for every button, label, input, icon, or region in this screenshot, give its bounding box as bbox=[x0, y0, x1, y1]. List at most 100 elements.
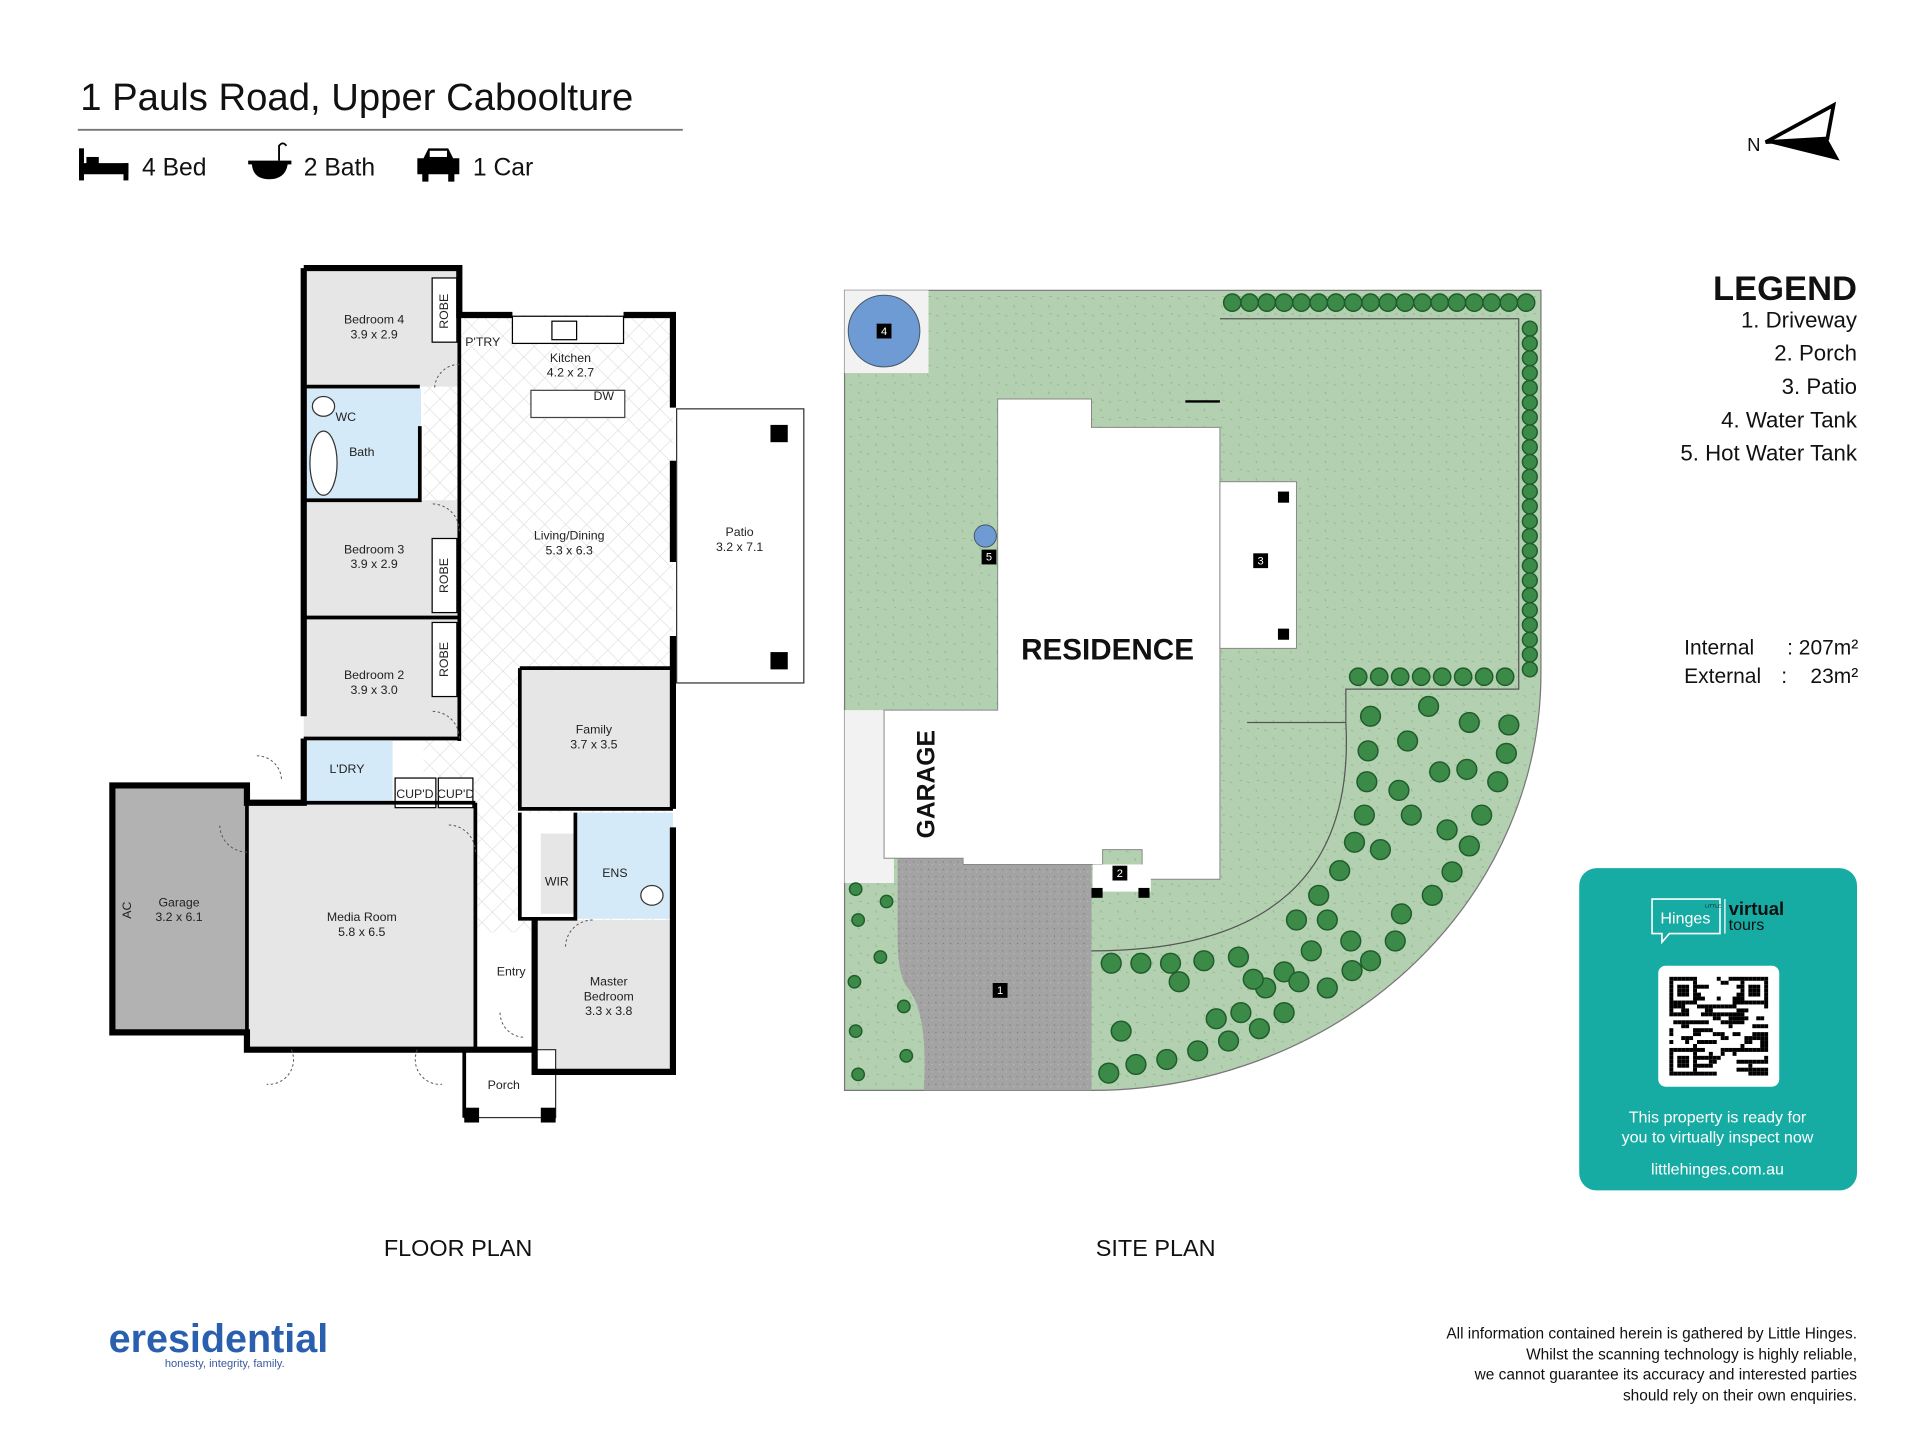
shrub-icon bbox=[1353, 804, 1375, 826]
room-size: 3.9 x 2.9 bbox=[350, 557, 397, 571]
room-size: 4.2 x 2.7 bbox=[547, 366, 594, 380]
shrub-icon bbox=[873, 950, 888, 964]
north-arrow: N bbox=[1747, 101, 1840, 161]
shrub-icon bbox=[1521, 646, 1538, 663]
site-marker-3: 3 bbox=[1253, 553, 1269, 569]
shrub-icon bbox=[1378, 293, 1398, 313]
shrub-icon bbox=[1521, 498, 1538, 515]
qr-code[interactable] bbox=[1669, 976, 1769, 1076]
shrub-icon bbox=[1495, 667, 1515, 687]
shrub-icon bbox=[1487, 771, 1509, 793]
agency-name: eresidential bbox=[109, 1317, 329, 1361]
property-title: 1 Pauls Road, Upper Caboolture bbox=[80, 76, 633, 119]
site-garage-label: GARAGE bbox=[914, 730, 941, 838]
shrub-icon bbox=[1340, 930, 1362, 952]
svg-text:3: 3 bbox=[1258, 555, 1264, 567]
site-plan: RESIDENCE GARAGE 4 5 3 2 1 SITE PLAN bbox=[843, 289, 1542, 1261]
shrub-icon bbox=[1257, 293, 1277, 313]
disclaimer-line: Whilst the scanning technology is highly… bbox=[1526, 1347, 1857, 1364]
driveway bbox=[897, 858, 1092, 1091]
residence-footprint bbox=[883, 398, 1221, 880]
shrub-icon bbox=[1411, 667, 1431, 687]
shrub-icon bbox=[1456, 758, 1478, 781]
kitchen-island bbox=[530, 389, 626, 419]
internal-value: : 207m² bbox=[1787, 637, 1858, 660]
shrub-icon bbox=[899, 1048, 914, 1063]
shrub-icon bbox=[1274, 293, 1294, 313]
legend-item: 2. Porch bbox=[1774, 341, 1857, 366]
card-url-link[interactable]: littlehinges.com.au bbox=[1651, 1160, 1784, 1178]
shrub-icon bbox=[1521, 364, 1538, 382]
shrub-icon bbox=[1300, 940, 1322, 962]
svg-text:LITTLE: LITTLE bbox=[1705, 904, 1722, 910]
shrub-icon bbox=[1390, 903, 1413, 925]
agency-tagline: honesty, integrity, family. bbox=[165, 1358, 285, 1370]
room-size: 3.2 x 7.1 bbox=[716, 540, 763, 554]
shrub-icon bbox=[1273, 1002, 1295, 1024]
shrub-icon bbox=[1447, 293, 1467, 313]
shrub-icon bbox=[1458, 835, 1480, 857]
svg-text:tours: tours bbox=[1729, 916, 1765, 934]
shrub-icon bbox=[879, 894, 894, 909]
shrub-icon bbox=[1521, 335, 1538, 352]
floor-plan-caption: FLOOR PLAN bbox=[384, 1235, 532, 1261]
room-name: Living/Dining bbox=[534, 529, 605, 543]
shrub-icon bbox=[1230, 1002, 1252, 1024]
shrub-icon bbox=[1413, 293, 1432, 313]
shrub-icon bbox=[1390, 667, 1410, 687]
compass-arrow-icon bbox=[1764, 101, 1837, 144]
disclaimer: All information contained herein is gath… bbox=[1446, 1326, 1857, 1405]
shrub-icon bbox=[1421, 884, 1443, 906]
shrub-icon bbox=[1453, 667, 1473, 687]
shrub-icon bbox=[1458, 711, 1480, 734]
room-name: Bedroom 2 bbox=[344, 668, 404, 682]
shrub-icon bbox=[1521, 350, 1538, 367]
entry-label: Entry bbox=[497, 965, 527, 979]
shrub-icon bbox=[1499, 293, 1519, 313]
shrub-icon bbox=[1242, 968, 1264, 990]
svg-text:4: 4 bbox=[881, 326, 887, 338]
svg-text:5: 5 bbox=[986, 552, 992, 564]
media-room bbox=[246, 802, 476, 1050]
room-size: 3.2 x 6.1 bbox=[155, 910, 202, 924]
shrub-icon bbox=[1400, 804, 1422, 826]
virtual-tour-card[interactable]: LITTLE Hinges virtual tours This propert… bbox=[1579, 868, 1858, 1191]
shrub-icon bbox=[1521, 527, 1538, 545]
room-name: Family bbox=[576, 723, 613, 737]
porch-area bbox=[463, 1049, 557, 1119]
site-marker-4: 4 bbox=[876, 323, 892, 339]
ac-label: AC bbox=[120, 901, 134, 918]
dishwasher-label: DW bbox=[594, 389, 615, 403]
shrub-icon bbox=[1125, 1053, 1147, 1076]
room-name: Bedroom 3 bbox=[344, 542, 404, 556]
bath-icon bbox=[248, 142, 292, 180]
room-size: 3.7 x 3.5 bbox=[570, 737, 617, 751]
shrub-icon bbox=[848, 1024, 863, 1039]
shrub-icon bbox=[1316, 909, 1338, 931]
shrub-icon bbox=[896, 999, 911, 1014]
floor-plan: Bedroom 4 3.9 x 2.9 ROBE P'TRY Kitchen 4… bbox=[109, 265, 805, 1261]
laundry-label: L'DRY bbox=[329, 762, 364, 776]
shrub-icon bbox=[1359, 705, 1382, 727]
shrub-icon bbox=[1430, 293, 1450, 313]
shrub-icon bbox=[1168, 971, 1190, 993]
shrub-icon bbox=[1521, 409, 1538, 426]
legend-item: 1. Driveway bbox=[1741, 307, 1858, 332]
bath-count: 2 Bath bbox=[304, 154, 375, 181]
shrub-icon bbox=[1356, 771, 1378, 793]
robe-label: ROBE bbox=[437, 642, 451, 677]
shrub-icon bbox=[1521, 557, 1538, 574]
legend-title: LEGEND bbox=[1713, 270, 1857, 308]
card-message-line1: This property is ready for bbox=[1629, 1109, 1807, 1127]
svg-text:1: 1 bbox=[997, 985, 1003, 997]
shrub-icon bbox=[1432, 667, 1452, 687]
shrub-icon bbox=[1308, 884, 1330, 906]
shrub-icon bbox=[1156, 1048, 1178, 1071]
room-name: Bedroom 4 bbox=[344, 313, 404, 327]
bed-icon bbox=[79, 148, 129, 181]
shrub-icon bbox=[1384, 930, 1406, 952]
shrub-icon bbox=[1369, 839, 1392, 861]
shrub-icon bbox=[1227, 946, 1250, 968]
shrub-icon bbox=[1474, 667, 1494, 687]
bathtub-icon bbox=[309, 430, 338, 496]
